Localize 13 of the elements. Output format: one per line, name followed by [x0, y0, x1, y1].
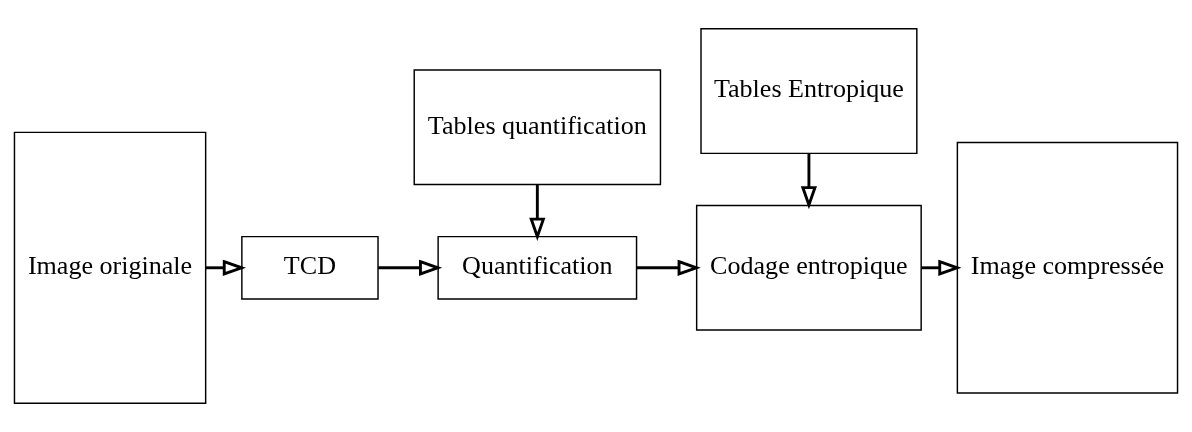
arrow — [921, 259, 962, 276]
node-box: Image originale — [13, 131, 207, 404]
node-box: Quantification — [437, 235, 638, 300]
arrow — [378, 259, 443, 276]
node-box: Image compressée — [956, 141, 1179, 394]
node-box: Tables quantification — [413, 69, 662, 186]
arrow — [636, 259, 701, 276]
node-box: Codage entropique — [695, 204, 922, 331]
node-box: Tables Entropique — [700, 28, 918, 155]
arrow — [529, 184, 546, 241]
arrow — [205, 259, 246, 276]
arrow — [800, 153, 818, 210]
node-box: TCD — [241, 235, 379, 300]
